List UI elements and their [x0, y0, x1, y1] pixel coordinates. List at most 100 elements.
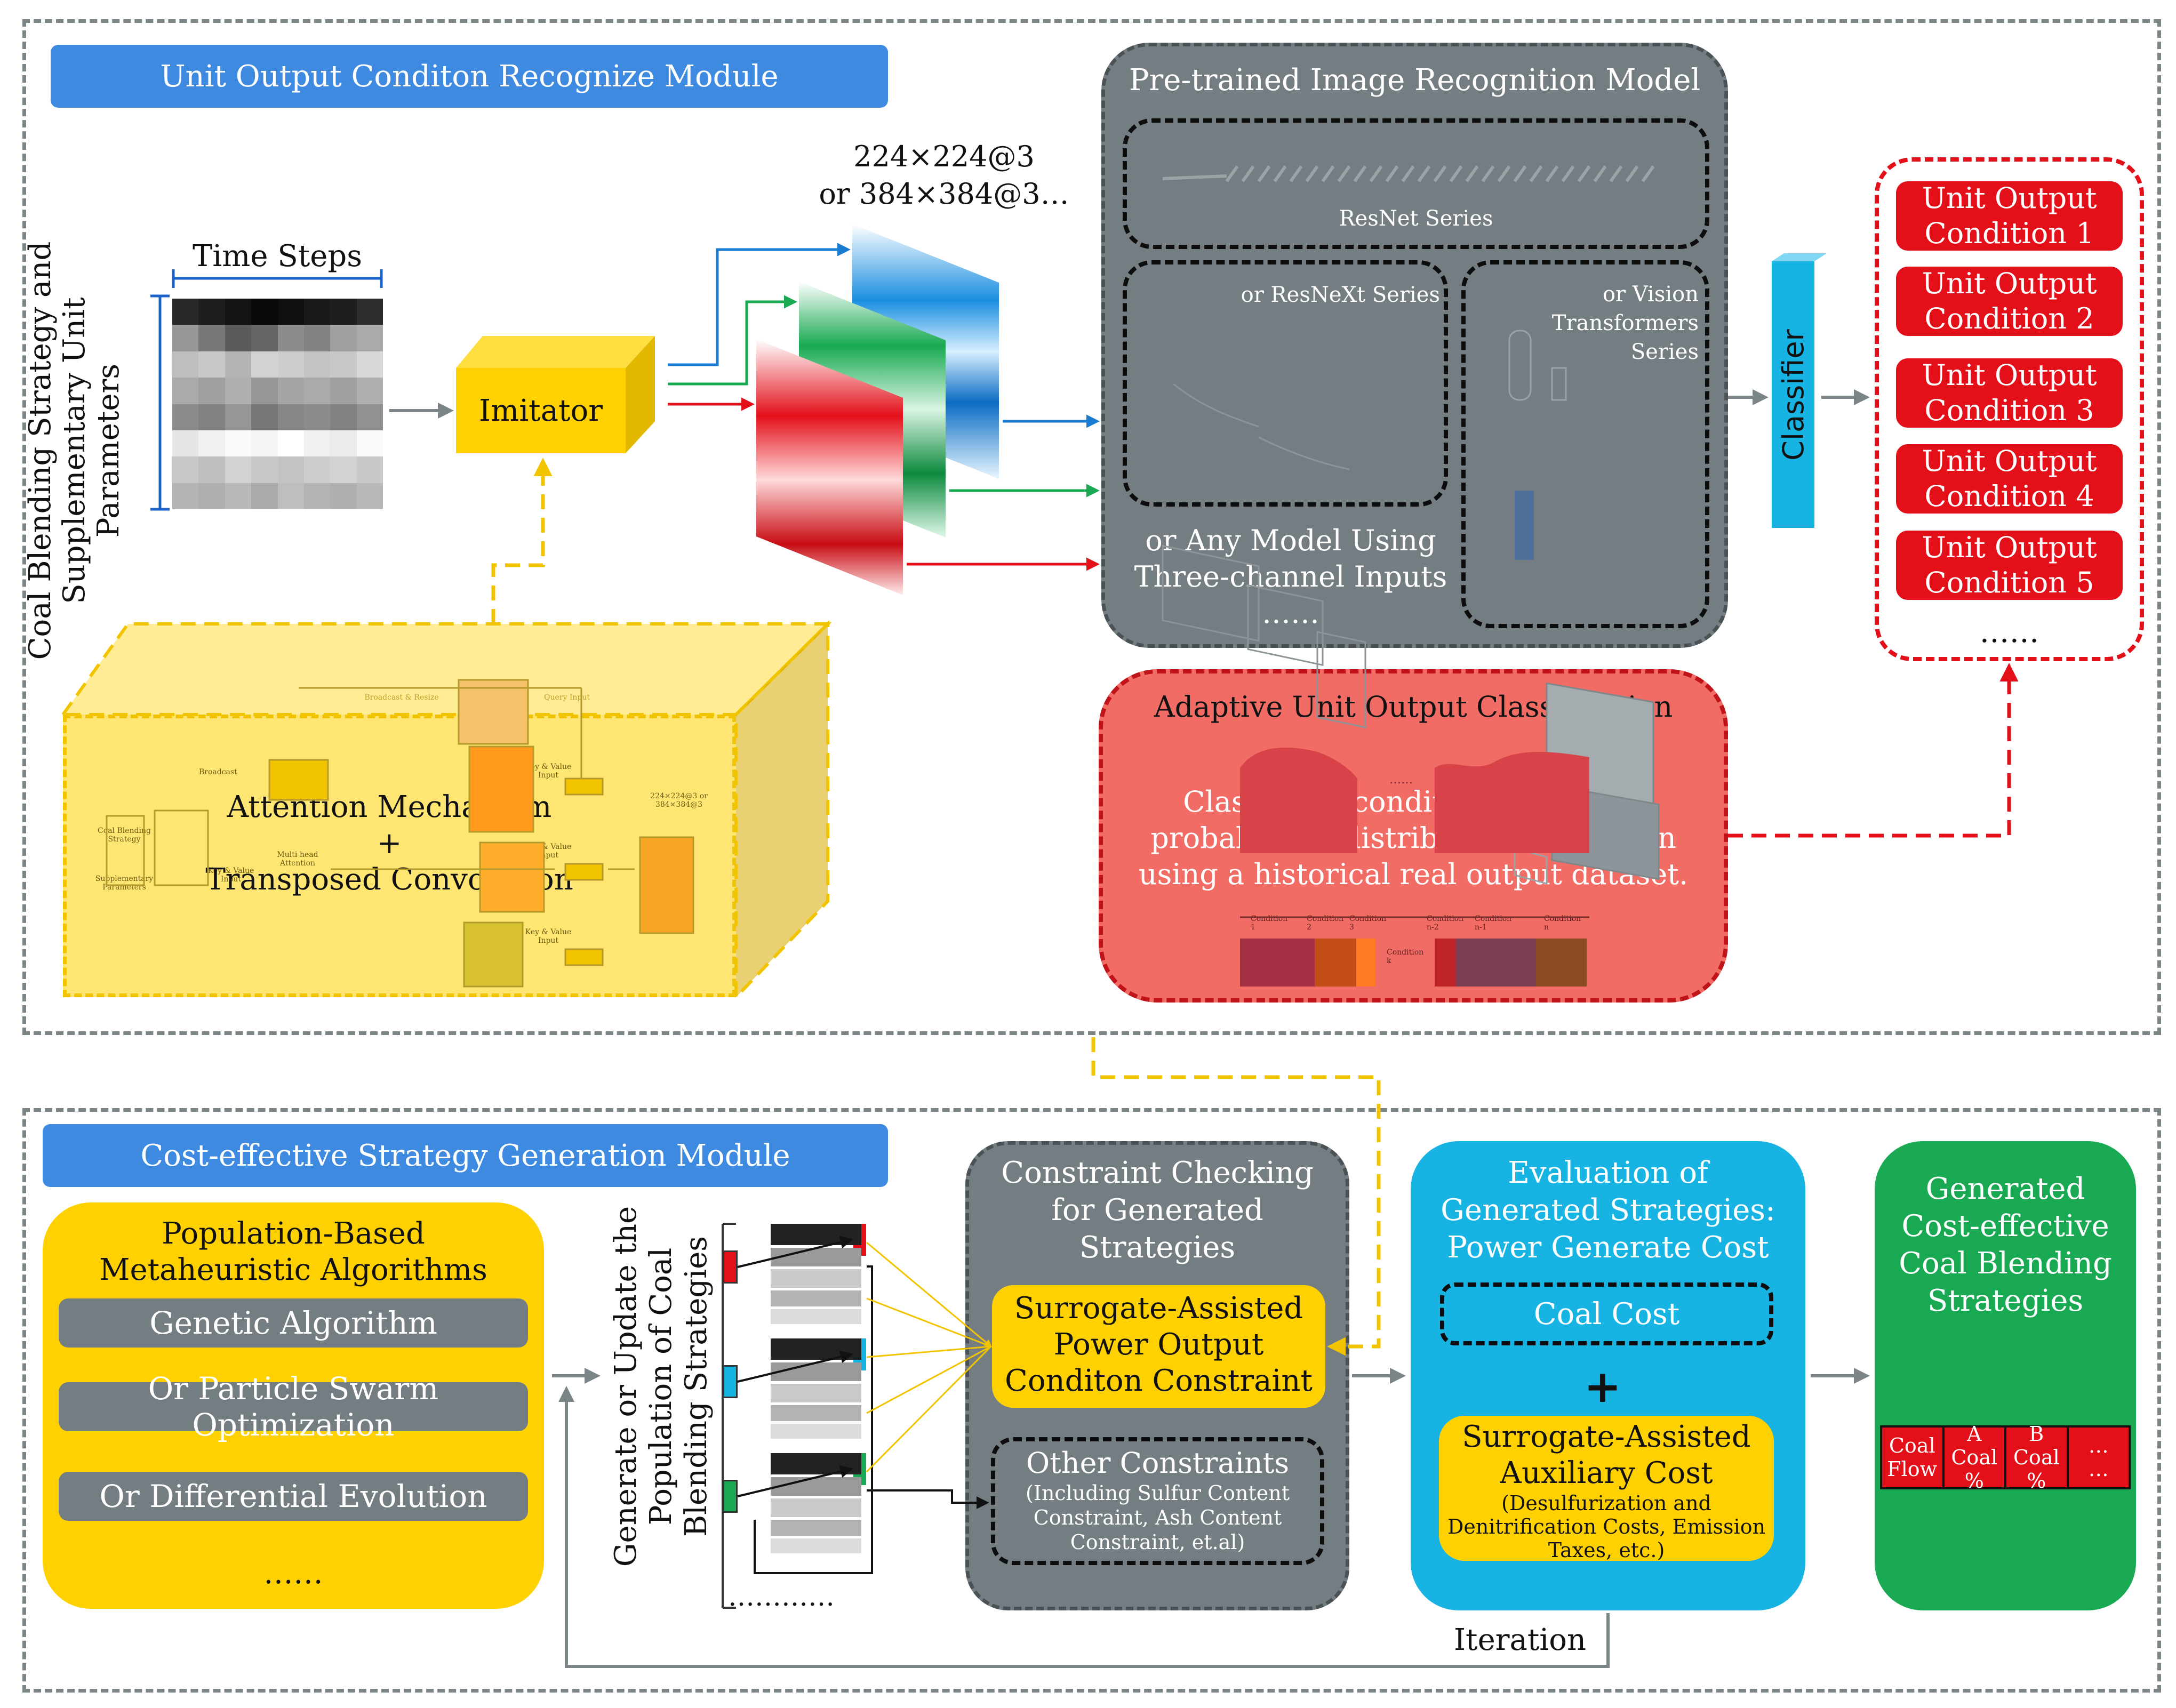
heatmap-cell — [356, 351, 383, 378]
heatmap-cell — [277, 325, 304, 351]
evaluation-title-line3: Power Generate Cost — [1447, 1230, 1769, 1265]
classifier-label: Classifier — [1776, 328, 1810, 461]
heatmap-cell — [303, 299, 331, 325]
heatmap-cell — [225, 378, 252, 404]
heatmap-cell — [356, 325, 383, 351]
surrogate-line1: Surrogate-Assisted — [1014, 1291, 1303, 1326]
mini-key-value-1: Key & Value Input — [525, 763, 572, 780]
generate-label: Generate or Update the Population of Coa… — [592, 1189, 731, 1584]
table-cell-a-coal: A Coal — [1951, 1422, 1998, 1469]
vit-label: or Vision Transformers Series — [1504, 280, 1699, 366]
generated-title-line3: Coal Blending — [1899, 1246, 2112, 1281]
condition-3-text: Unit Output Condition 3 — [1922, 358, 2097, 427]
condition-1: Unit Output Condition 1 — [1896, 181, 2123, 251]
top-module-frame — [22, 19, 2161, 1035]
vit-label-line1: or Vision — [1602, 282, 1699, 307]
strategy-marker-green — [723, 1480, 738, 1513]
mini-size-note: 224×224@3 or 384×384@3 — [650, 792, 708, 809]
time-steps-label: Time Steps — [193, 238, 362, 274]
evaluation-plus: + — [1583, 1360, 1622, 1413]
population-title-line1: Population-Based — [162, 1216, 425, 1251]
adaptive-mini-labels: Condition 1 Condition 2 Condition 3 Cond… — [1240, 915, 1587, 936]
adaptive-title: Adaptive Unit Output Classification — [1154, 689, 1673, 724]
table-col-more: … … — [2068, 1428, 2129, 1487]
heatmap-cell — [225, 404, 252, 430]
heatmap-cell — [251, 483, 278, 509]
heatmap-cell — [225, 430, 252, 457]
heatmap-cell — [356, 456, 383, 483]
generated-title-line2: Cost-effective — [1901, 1209, 2109, 1244]
strategy-1 — [771, 1224, 861, 1325]
classifier-box: Classifier — [1772, 261, 1814, 528]
heatmap-cell — [277, 299, 304, 325]
mini-label-2: Condition 3 — [1349, 915, 1387, 932]
algorithm-de-text: Or Differential Evolution — [99, 1478, 487, 1514]
other-constraints-box: Other Constraints (Including Sulfur Cont… — [991, 1437, 1324, 1565]
mini-broadcast-resize: Broadcast & Resize — [364, 693, 439, 702]
table-cell-b-pct: % — [2027, 1469, 2046, 1493]
mini-key-value-4: Key & Value Input — [207, 867, 254, 884]
heatmap-cell — [277, 483, 304, 509]
heatmap-cell — [277, 404, 304, 430]
table-col-a-coal: A Coal % — [1944, 1422, 2006, 1493]
heatmap-cell — [356, 483, 383, 509]
algorithms-more: …… — [263, 1555, 323, 1591]
input-heatmap — [172, 299, 383, 509]
heatmap-cell — [303, 325, 331, 351]
heatmap-cell — [198, 430, 225, 457]
any-model-label: or Any Model Using Three-channel Inputs … — [1120, 523, 1461, 631]
coal-cost-label: Coal Cost — [1533, 1296, 1680, 1332]
table-cell-b-coal: B Coal — [2013, 1422, 2060, 1469]
heatmap-cell — [356, 299, 383, 325]
surrogate-line3: Conditon Constraint — [1005, 1364, 1313, 1398]
generate-line2: Population of Coal — [644, 1247, 678, 1526]
adaptive-line3: using a historical real output dataset. — [1138, 857, 1689, 891]
attention-line2: Transposed Convolution — [205, 862, 573, 897]
mini-multi-head: Multi-head Attention — [277, 851, 318, 868]
heatmap-cell — [356, 378, 383, 404]
aux-note2: Denitrification Costs, Emission — [1447, 1515, 1766, 1538]
constraint-title-line3: Strategies — [1079, 1230, 1236, 1265]
algorithm-genetic: Genetic Algorithm — [59, 1298, 528, 1348]
iteration-label: Iteration — [1453, 1622, 1587, 1657]
strategy-marker-cyan — [723, 1365, 738, 1398]
heatmap-cell — [225, 325, 252, 351]
surrogate-constraint-box: Surrogate-Assisted Power Output Conditon… — [992, 1285, 1325, 1408]
condition-2: Unit Output Condition 2 — [1896, 267, 2123, 336]
mini-label-1: Condition 2 — [1307, 915, 1344, 932]
adaptive-line2: probabilistic distribution estimation — [1150, 821, 1676, 855]
imitator-label: Imitator — [478, 393, 603, 428]
generated-title-line1: Generated — [1925, 1172, 2085, 1206]
heatmap-cell — [172, 456, 199, 483]
heatmap-cell — [330, 299, 357, 325]
aux-note1: (Desulfurization and — [1501, 1492, 1711, 1515]
generate-line1: Generate or Update the — [609, 1206, 643, 1567]
resnet-box — [1123, 118, 1709, 249]
heatmap-cell — [172, 404, 199, 430]
input-vertical-label: Coal Blending Strategy and Supplementary… — [13, 221, 136, 680]
heatmap-cell — [251, 456, 278, 483]
heatmap-cell — [251, 378, 278, 404]
attention-plus: + — [377, 826, 402, 861]
heatmap-cell — [303, 456, 331, 483]
evaluation-title: Evaluation of Generated Strategies: Powe… — [1411, 1154, 1805, 1266]
table-col-coal-flow: Coal Flow — [1882, 1428, 1945, 1487]
table-cell-more-1: … — [2088, 1434, 2109, 1457]
heatmap-cell — [356, 404, 383, 430]
generated-title-line4: Strategies — [1927, 1284, 2084, 1318]
conditions-frame — [1875, 157, 2144, 661]
image-size-line1: 224×224@3 — [853, 139, 1035, 173]
table-cell-coal: Coal — [1889, 1434, 1935, 1457]
aux-note3: Taxes, etc.) — [1548, 1538, 1665, 1562]
constraint-title-line2: for Generated — [1051, 1193, 1263, 1228]
generated-title: Generated Cost-effective Coal Blending S… — [1875, 1170, 2136, 1320]
constraint-title: Constraint Checking for Generated Strate… — [965, 1154, 1349, 1266]
heatmap-cell — [251, 404, 278, 430]
top-module-title: Unit Output Conditon Recognize Module — [51, 45, 888, 108]
resnet-label: ResNet Series — [1339, 206, 1493, 231]
other-line2: Constraint, Ash Content — [1033, 1506, 1282, 1529]
heatmap-cell — [172, 378, 199, 404]
heatmap-cell — [198, 325, 225, 351]
heatmap-cell — [198, 378, 225, 404]
vit-label-line2: Transformers — [1551, 311, 1699, 335]
